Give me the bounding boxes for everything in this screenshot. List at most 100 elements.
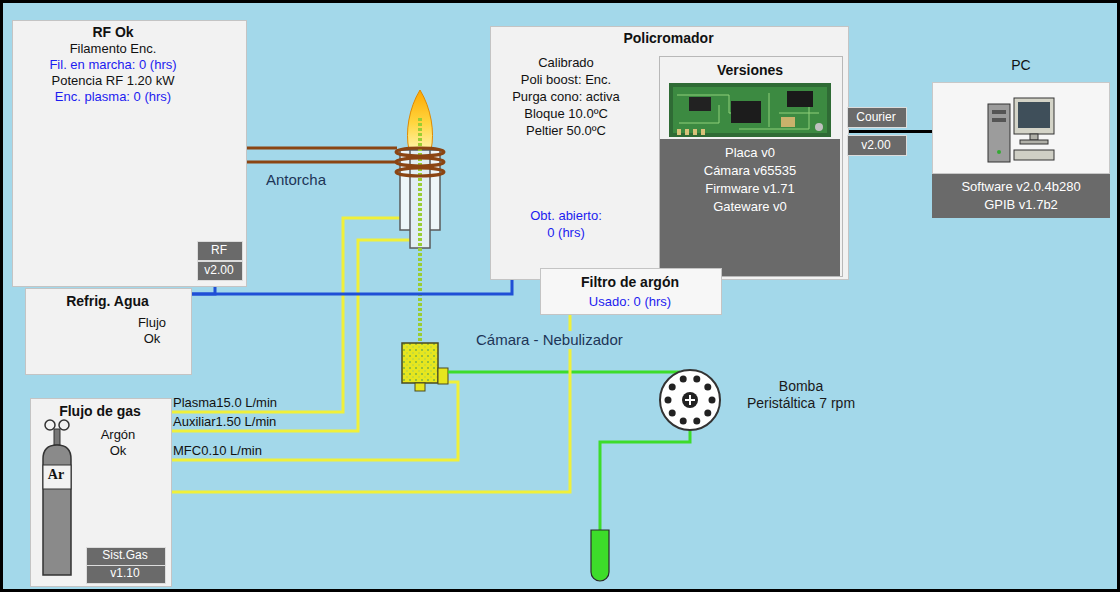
rf-status-panel: RF OkFilamento Enc.Fil. en marcha: 0 (hr… bbox=[12, 20, 247, 287]
gas-cylinder-icon bbox=[37, 419, 77, 579]
circuit-board-photo bbox=[673, 87, 827, 133]
peristaltic-pump bbox=[680, 417, 687, 424]
module-tag: RF bbox=[197, 241, 243, 261]
panel-title: PC bbox=[932, 57, 1110, 74]
panel-title: Refrig. Agua bbox=[26, 293, 189, 310]
rf-coil-lead bbox=[247, 148, 397, 162]
sample-line bbox=[448, 371, 680, 374]
computer-icon bbox=[1014, 150, 1054, 160]
argon-gas-line bbox=[170, 240, 410, 431]
circuit-board-photo bbox=[779, 113, 819, 114]
circuit-board-photo bbox=[677, 129, 705, 135]
sample-tube bbox=[591, 530, 609, 581]
status-text: Peltier 50.0ºC bbox=[491, 123, 641, 139]
tag-text: Courier bbox=[848, 110, 904, 125]
part-label: Cámara - Nebulizador bbox=[474, 331, 625, 349]
rf-coil-lead bbox=[247, 161, 397, 164]
computer-icon bbox=[1030, 134, 1038, 140]
torch-symbol bbox=[396, 90, 444, 343]
peristaltic-pump bbox=[704, 384, 711, 391]
nebulizer-chamber bbox=[402, 343, 448, 391]
version-text: Cámara v65535 bbox=[660, 163, 840, 179]
status-text: Usado: 0 (hrs) bbox=[541, 294, 719, 310]
version-tag: v2.00 bbox=[197, 261, 243, 281]
version-tag: v2.00 bbox=[847, 135, 907, 156]
circuit-board-photo bbox=[693, 129, 697, 135]
circuit-board-photo bbox=[701, 129, 705, 135]
peristaltic-pump bbox=[660, 370, 720, 430]
tag-text: v1.10 bbox=[87, 566, 163, 581]
status-text: Bloque 10.0ºC bbox=[491, 106, 641, 122]
torch-symbol bbox=[418, 118, 422, 343]
rf-coil-lead bbox=[247, 147, 397, 150]
computer-icon bbox=[992, 118, 1006, 122]
argon-gas-line bbox=[170, 382, 458, 460]
circuit-board-photo bbox=[781, 117, 795, 127]
tag-text: RF bbox=[198, 243, 240, 258]
circuit-board-photo bbox=[769, 93, 770, 127]
panel-title: Policromador bbox=[491, 30, 846, 47]
computer-icon bbox=[992, 110, 1006, 114]
status-text: Fil. en marcha: 0 (hrs) bbox=[13, 57, 213, 73]
computer-icon bbox=[1018, 102, 1050, 128]
tag-text: Sist.Gas bbox=[87, 548, 163, 563]
peristaltic-pump bbox=[665, 397, 672, 404]
interface-tag: Courier bbox=[847, 107, 907, 128]
flow-value: Plasma15.0 L/min bbox=[173, 395, 277, 410]
status-text: Potencia RF 1.20 kW bbox=[13, 73, 213, 89]
panel-title: Flujo de gas bbox=[31, 403, 169, 420]
status-text: Purga cono: activa bbox=[491, 89, 641, 105]
polychromator-panel: PolicromadorCalibradoPoli boost: Enc.Pur… bbox=[490, 26, 849, 280]
filter-panel: Filtro de argónUsado: 0 (hrs) bbox=[540, 268, 722, 315]
peristaltic-pump bbox=[665, 376, 716, 425]
version-text: Placa v0 bbox=[660, 145, 840, 161]
argon-gas-line bbox=[170, 218, 400, 412]
gas-cylinder-icon bbox=[54, 429, 60, 445]
torch-symbol bbox=[396, 158, 444, 166]
gas-cylinder-icon bbox=[43, 445, 71, 575]
status-text: Enc. plasma: 0 (hrs) bbox=[13, 89, 213, 105]
status-text: Ok bbox=[81, 443, 155, 459]
sample-tube bbox=[591, 530, 609, 581]
peristaltic-pump bbox=[685, 395, 695, 405]
part-label: Bomba Peristáltica 7 rpm bbox=[745, 378, 857, 412]
tag-text: v2.00 bbox=[848, 138, 904, 153]
version-text: Software v2.0.4b280 bbox=[932, 179, 1110, 195]
nebulizer-chamber bbox=[415, 383, 425, 391]
sample-line bbox=[600, 430, 690, 530]
gas-cylinder-icon bbox=[43, 465, 71, 489]
argon-gas-line bbox=[170, 218, 458, 460]
version-text: GPIB v1.7b2 bbox=[932, 197, 1110, 213]
computer-icon bbox=[997, 150, 1001, 154]
flow-value: Auxiliar1.50 L/min bbox=[173, 414, 276, 429]
computer-icon bbox=[986, 88, 1056, 168]
data-link bbox=[849, 130, 932, 133]
circuit-board-photo bbox=[815, 123, 823, 131]
computer-icon bbox=[1020, 140, 1048, 144]
status-text: Ok bbox=[124, 331, 180, 347]
peristaltic-pump bbox=[680, 376, 687, 383]
computer-icon bbox=[1014, 98, 1054, 134]
circuit-board-photo bbox=[685, 129, 689, 135]
tag-text: v2.00 bbox=[198, 263, 240, 278]
versions-panel: VersionesPlaca v0Cámara v65535Firmware v… bbox=[659, 56, 843, 277]
status-text: Filamento Enc. bbox=[13, 41, 213, 57]
status-text: Obt. abierto: 0 (hrs) bbox=[528, 207, 604, 241]
peristaltic-pump bbox=[693, 376, 700, 383]
circuit-board-photo bbox=[689, 97, 711, 111]
pc-panel: PC Software v2.0.4b280GPIB v1.7b2 bbox=[932, 48, 1113, 218]
flow-value: MFC0.10 L/min bbox=[173, 443, 262, 458]
gas-flow-panel: Flujo de gasArgónOkSist.Gasv1.10 bbox=[30, 398, 172, 587]
circuit-board-photo bbox=[787, 91, 813, 107]
peristaltic-pump bbox=[704, 409, 711, 416]
module-tag: Sist.Gas bbox=[86, 547, 166, 566]
panel-title: Filtro de argón bbox=[541, 274, 719, 291]
torch-symbol bbox=[396, 168, 444, 176]
nebulizer-chamber bbox=[402, 343, 438, 383]
version-text: Gateware v0 bbox=[660, 199, 840, 215]
circuit-board-photo bbox=[731, 101, 761, 123]
gas-symbol: Ar bbox=[42, 466, 70, 483]
peristaltic-pump bbox=[709, 397, 716, 404]
circuit-board-photo bbox=[677, 129, 681, 135]
